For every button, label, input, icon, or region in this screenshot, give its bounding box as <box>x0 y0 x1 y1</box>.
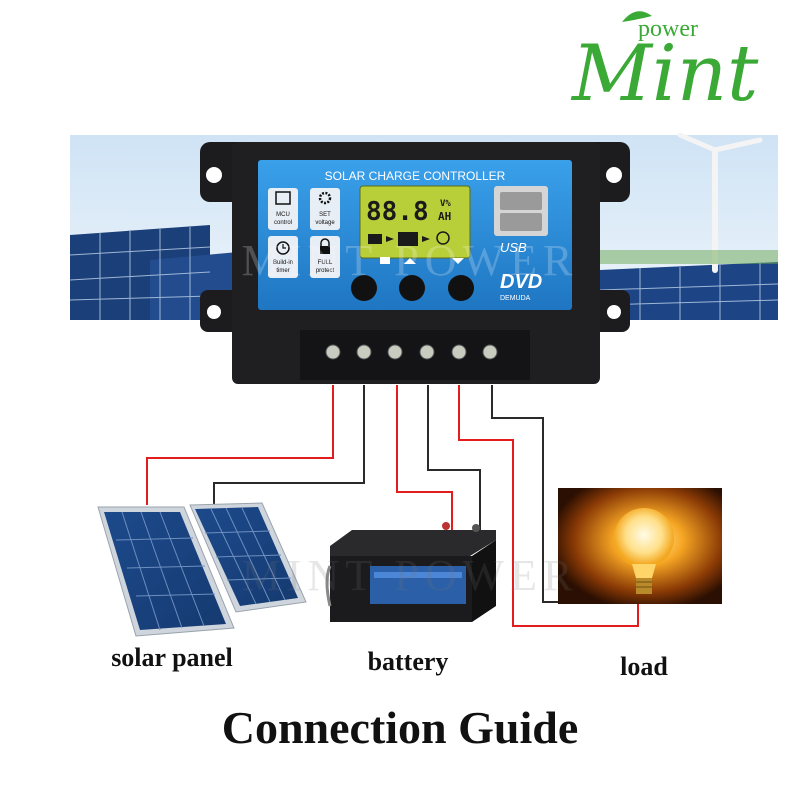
svg-text:protect: protect <box>316 268 335 274</box>
controller-title: SOLAR CHARGE CONTROLLER <box>325 169 506 183</box>
bulb-base <box>636 578 652 594</box>
down-button[interactable] <box>448 275 474 301</box>
wire-solar-negative <box>213 385 365 510</box>
up-arrow-icon <box>404 258 416 264</box>
usb-ports: USB <box>494 186 548 255</box>
mount-hole-left <box>206 167 222 183</box>
usb-port-2[interactable] <box>500 213 542 231</box>
lcd-display: 88.8 V% AH <box>359 185 471 259</box>
svg-text:timer: timer <box>276 268 289 274</box>
svg-text:control: control <box>274 220 292 226</box>
feature-set-voltage: SET voltage <box>310 188 340 230</box>
brand-logo: power Mint <box>570 11 759 119</box>
wire-battery-positive <box>396 385 453 530</box>
solar-panel-label: solar panel <box>111 643 233 672</box>
menu-button[interactable] <box>351 275 377 301</box>
page-title: Connection Guide <box>222 702 579 753</box>
svg-text:MCU: MCU <box>276 212 290 218</box>
feature-timer: Build-in timer <box>268 236 298 278</box>
feature-mcu: MCU control <box>268 188 298 230</box>
svg-text:FULL: FULL <box>318 260 333 266</box>
svg-text:Build-in: Build-in <box>273 260 293 266</box>
lcd-flow-icons <box>368 231 450 246</box>
brand-small-text: power <box>638 16 698 42</box>
lcd-unit-bottom: AH <box>438 210 451 223</box>
terminal-block <box>300 330 530 380</box>
terminal-screw-1[interactable] <box>325 344 341 360</box>
chip-icon <box>275 191 291 205</box>
terminal-screw-5[interactable] <box>451 344 467 360</box>
wire-solar-positive <box>146 385 334 505</box>
terminal-screw-6[interactable] <box>482 344 498 360</box>
battery-label: battery <box>368 647 449 676</box>
gear-icon <box>318 191 332 205</box>
terminal-screw-2[interactable] <box>356 344 372 360</box>
down-arrow-icon <box>452 258 464 264</box>
dvd-logo: DVD DEMUDA <box>500 271 542 302</box>
usb-label: USB <box>500 240 527 255</box>
battery-symbol-icon <box>380 257 390 264</box>
svg-text:SET: SET <box>319 212 331 218</box>
usb-port-1[interactable] <box>500 192 542 210</box>
up-button[interactable] <box>399 275 425 301</box>
leaf-icon <box>622 11 652 22</box>
terminal-screw-4[interactable] <box>419 344 435 360</box>
lcd-unit-top: V% <box>440 199 451 209</box>
lightbulb-icon <box>436 231 450 245</box>
battery-positive-terminal <box>442 522 450 530</box>
wire-battery-negative <box>427 385 481 535</box>
solar-panels <box>97 502 307 637</box>
bulb-glass <box>614 508 674 568</box>
feature-protect: FULL protect <box>310 236 340 278</box>
battery <box>325 522 496 622</box>
charge-controller: SOLAR CHARGE CONTROLLER MCU control SET … <box>200 142 630 384</box>
svg-text:DVD: DVD <box>500 271 542 293</box>
load-label: load <box>620 652 668 681</box>
wire-load-positive <box>458 385 639 627</box>
brand-large-text: Mint <box>570 29 759 119</box>
load-bulb <box>558 488 722 604</box>
lock-icon <box>320 246 330 254</box>
mount-hole-right <box>606 167 622 183</box>
lcd-digits: 88.8 <box>366 197 429 227</box>
clock-icon <box>276 241 290 255</box>
watermark-bottom: MINT POWER <box>242 551 579 600</box>
control-buttons <box>351 257 474 301</box>
battery-negative-terminal <box>472 524 480 532</box>
watermark-top: MINT POWER <box>242 236 579 285</box>
svg-text:DEMUDA: DEMUDA <box>500 295 531 302</box>
battery-handle <box>325 565 332 607</box>
svg-text:voltage: voltage <box>315 220 335 226</box>
terminal-screw-3[interactable] <box>387 344 403 360</box>
